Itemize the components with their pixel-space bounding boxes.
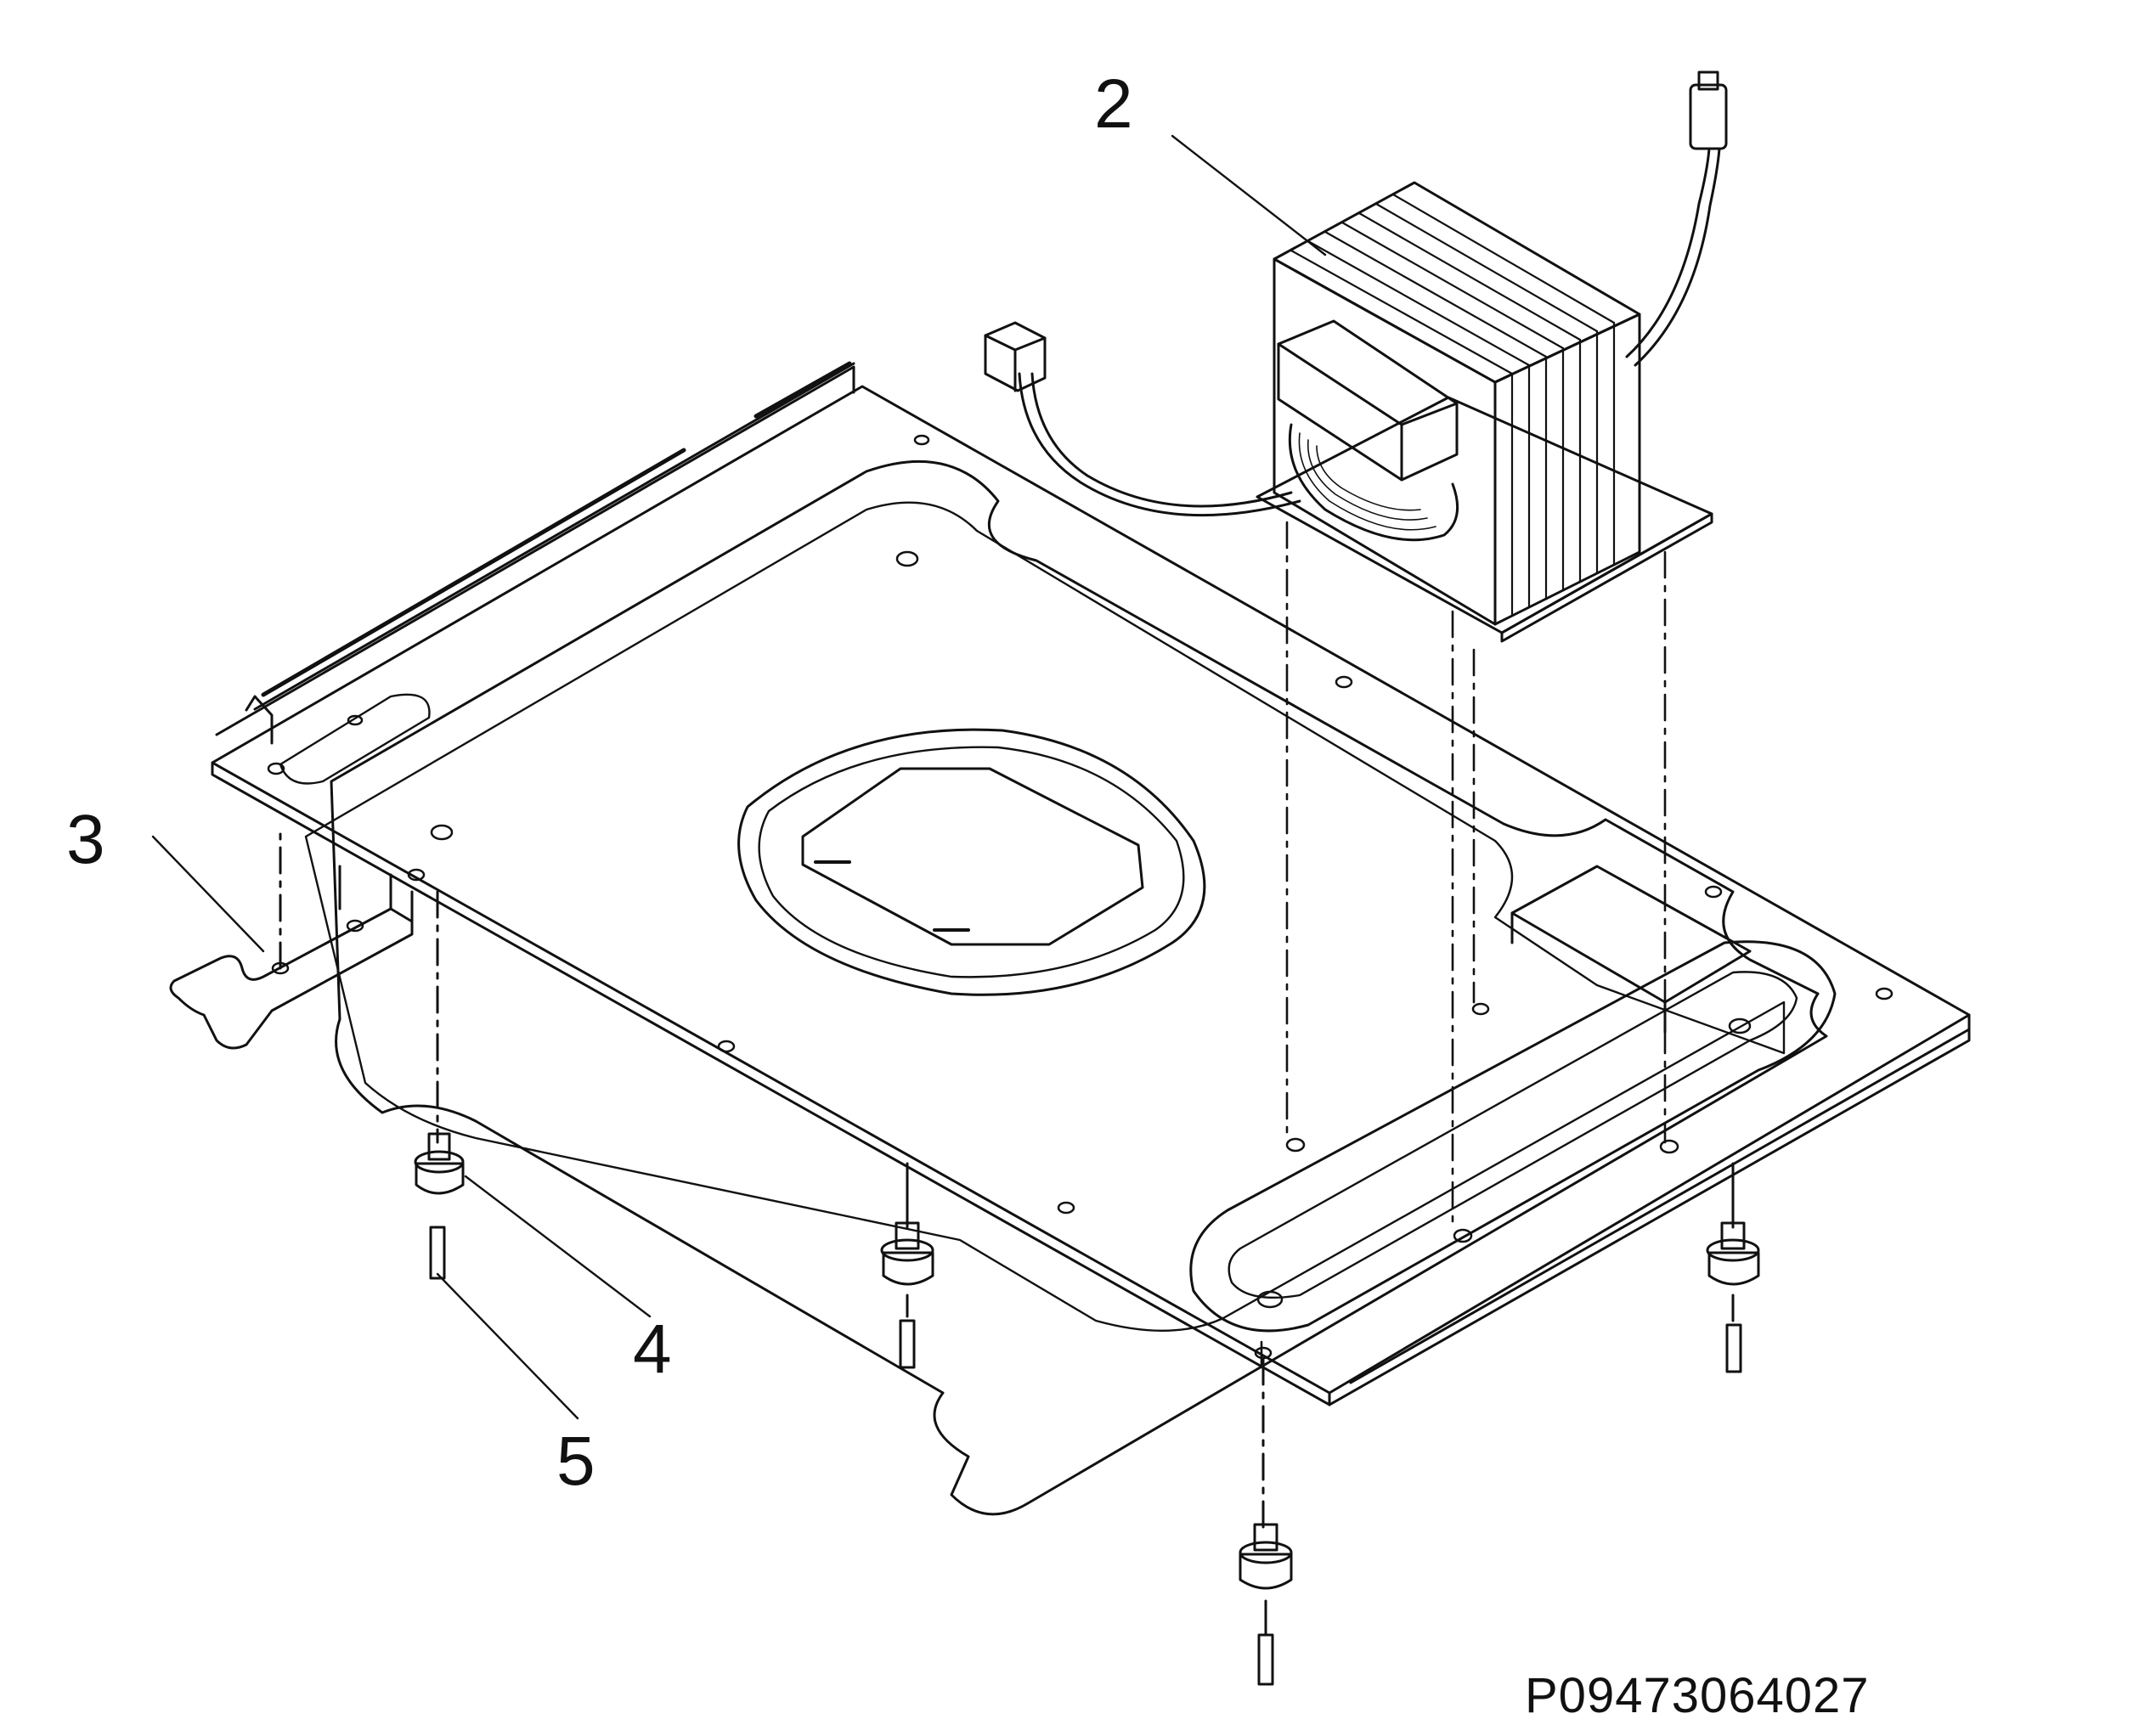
connector-left bbox=[984, 321, 1047, 392]
document-code: P09473064027 bbox=[1525, 1668, 1870, 1723]
transformer-core-top bbox=[1273, 181, 1641, 384]
base-plate bbox=[211, 361, 1971, 1516]
base-plate-right-edge bbox=[1328, 1013, 1971, 1406]
left-flange bbox=[215, 365, 855, 736]
screw-holes bbox=[267, 434, 1894, 1360]
transformer-wire-right bbox=[1625, 147, 1711, 358]
callout-4: 4 bbox=[633, 1310, 672, 1388]
leader-lines bbox=[151, 134, 1327, 1420]
feet-and-pins bbox=[414, 890, 1760, 1686]
right-channel bbox=[1189, 940, 1837, 1333]
transformer-core-front bbox=[1273, 257, 1497, 626]
bracket bbox=[169, 826, 414, 1050]
right-block bbox=[1510, 865, 1752, 1004]
callout-5: 5 bbox=[556, 1423, 595, 1500]
transformer-flange bbox=[1256, 396, 1713, 634]
winding-cover bbox=[1277, 319, 1459, 482]
center-plate bbox=[801, 767, 1144, 946]
foot-4 bbox=[1239, 1357, 1293, 1686]
foot-2 bbox=[880, 1162, 934, 1369]
transformer bbox=[984, 70, 1728, 643]
base-plate-front-edge bbox=[211, 761, 1331, 1406]
raised-panel bbox=[330, 459, 1828, 1516]
transformer-wire-left bbox=[1030, 372, 1293, 508]
turntable-recess bbox=[737, 728, 1206, 996]
transformer-core-side bbox=[1493, 313, 1641, 626]
connector-right bbox=[1689, 83, 1728, 150]
assembly-lines bbox=[1260, 521, 1667, 1378]
callout-3: 3 bbox=[66, 801, 105, 878]
foot-3 bbox=[1706, 1162, 1760, 1373]
foot-1 bbox=[414, 890, 465, 1280]
coil bbox=[1288, 423, 1459, 542]
callout-2: 2 bbox=[1094, 65, 1133, 143]
